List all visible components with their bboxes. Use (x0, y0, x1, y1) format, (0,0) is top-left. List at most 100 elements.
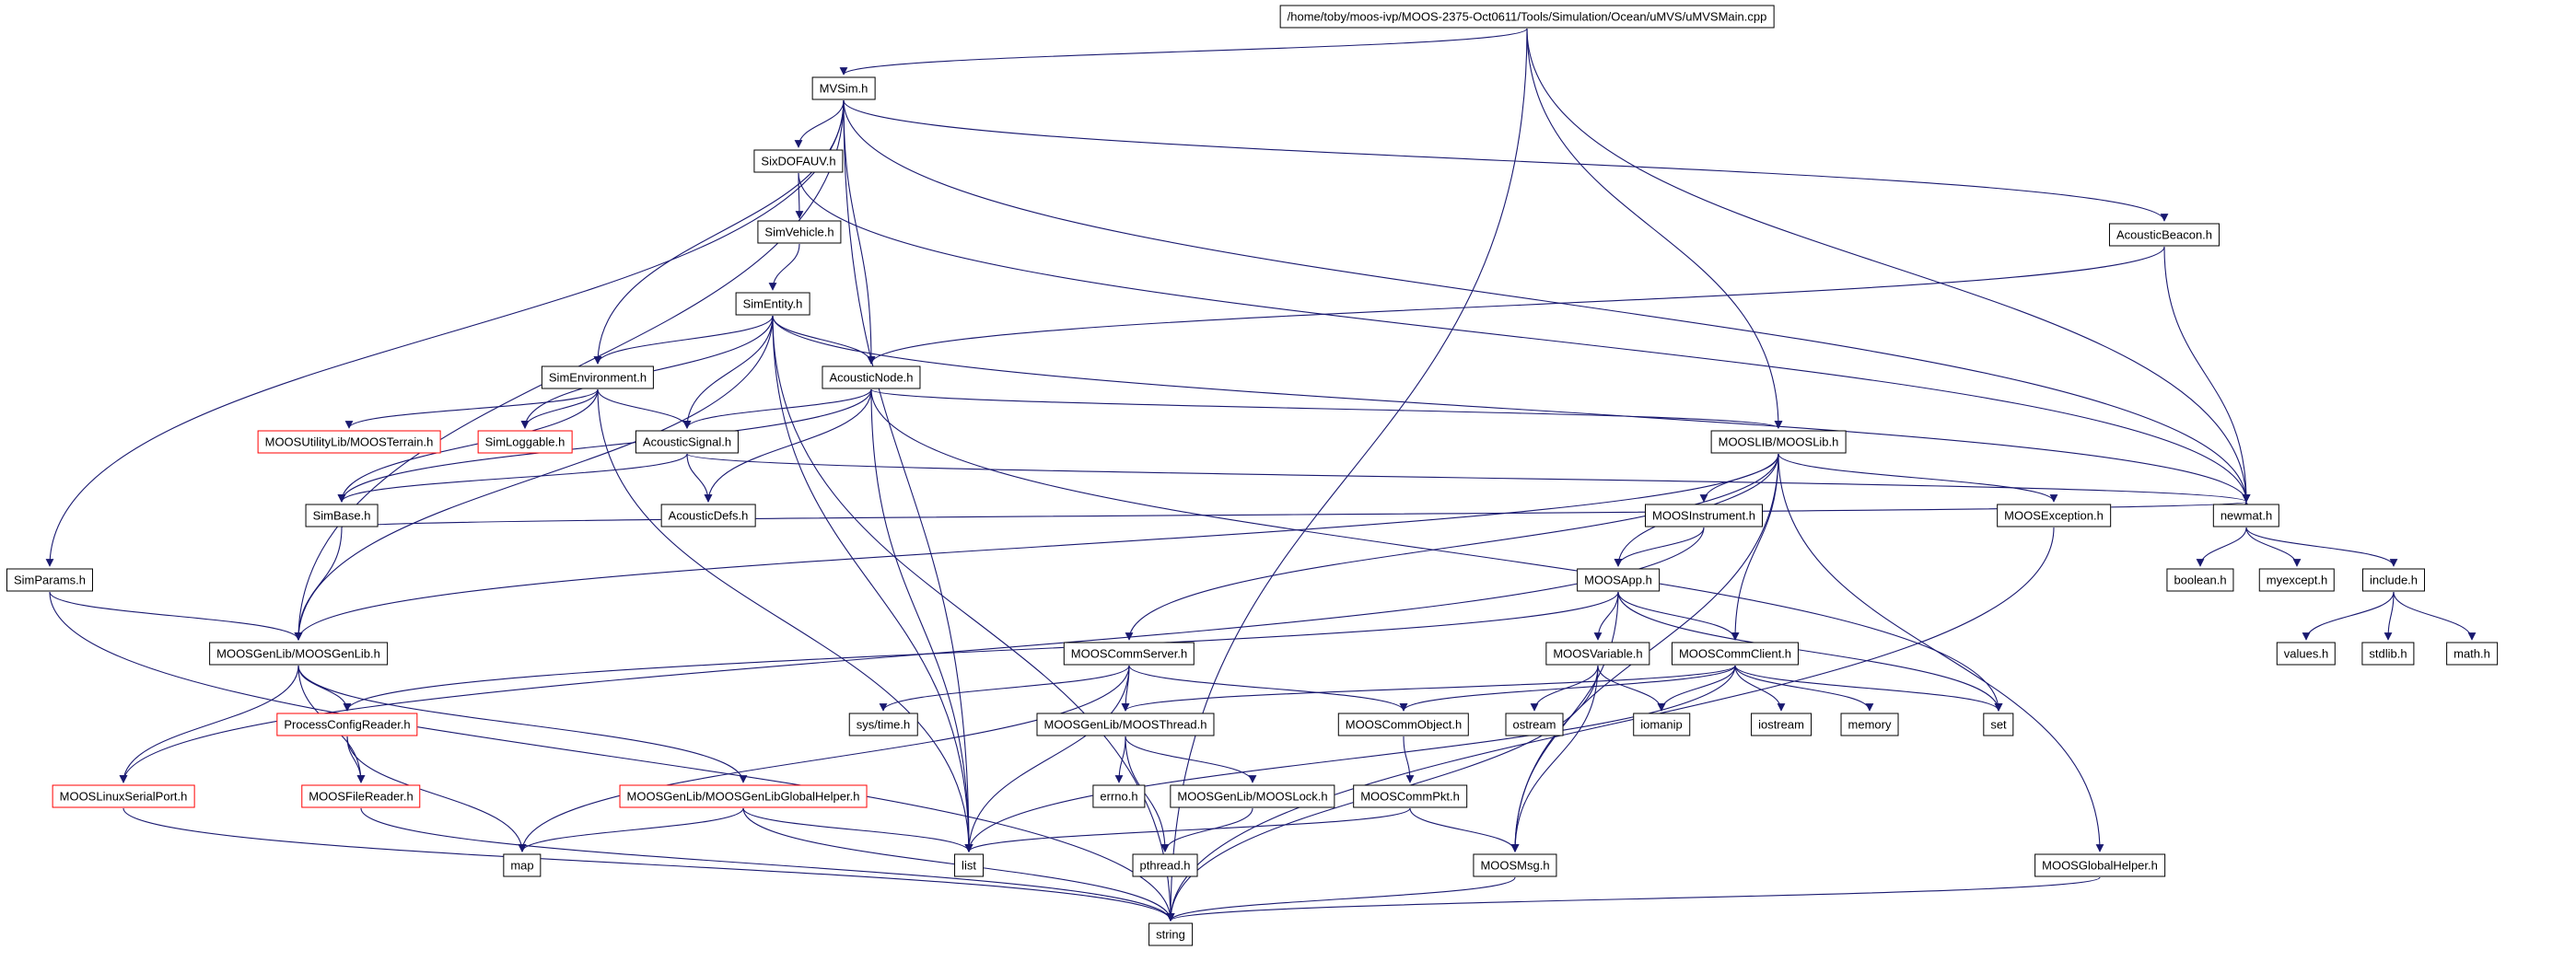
graph-node-root[interactable]: /home/toby/moos-ivp/MOOS-2375-Oct0611/To… (1279, 5, 1775, 29)
graph-edge-mvsim-to-list (843, 99, 973, 852)
graph-node-moosthread[interactable]: MOOSGenLib/MOOSThread.h (1036, 713, 1215, 736)
graph-edge-filereader-to-string (360, 807, 1175, 921)
graph-edge-sixdof-to-newmat (798, 172, 2251, 503)
graph-edge-simentity-to-string (772, 315, 1175, 921)
graph-node-moosinstrument[interactable]: MOOSInstrument.h (1645, 504, 1763, 527)
graph-node-procconfig[interactable]: ProcessConfigReader.h (276, 713, 418, 736)
graph-node-pthread[interactable]: pthread.h (1132, 853, 1198, 877)
graph-node-filereader[interactable]: MOOSFileReader.h (301, 784, 421, 808)
graph-node-simparams[interactable]: SimParams.h (6, 568, 94, 592)
graph-node-iostream[interactable]: iostream (1751, 713, 1812, 736)
graph-node-simvehicle[interactable]: SimVehicle.h (757, 220, 842, 244)
graph-node-commclient[interactable]: MOOSCommClient.h (1671, 642, 1800, 666)
graph-node-boolean[interactable]: boolean.h (2166, 568, 2234, 592)
graph-node-acdefs[interactable]: AcousticDefs.h (660, 504, 756, 527)
graph-edge-newmat-to-boolean (2196, 527, 2247, 567)
graph-node-commpkt[interactable]: MOOSCommPkt.h (1353, 784, 1467, 808)
graph-edge-simentity-to-acnode (772, 315, 876, 365)
graph-edge-moosapp-to-commclient (1617, 591, 1740, 641)
graph-edge-acbeacon-to-newmat (2163, 246, 2251, 503)
graph-edge-simentity-to-acsignal (682, 315, 774, 429)
graph-edge-commclient-to-iomanip (1657, 665, 1736, 712)
graph-edge-include-to-values (2302, 591, 2395, 641)
graph-node-genlibglobal[interactable]: MOOSGenLib/MOOSGenLibGlobalHelper.h (619, 784, 868, 808)
graph-node-errno[interactable]: errno.h (1092, 784, 1146, 808)
graph-edge-simenv-to-simlog (520, 388, 599, 429)
graph-edge-include-to-stdlib (2384, 591, 2395, 641)
graph-node-myexcept[interactable]: myexcept.h (2258, 568, 2336, 592)
graph-edge-commclient-to-iostream (1734, 665, 1786, 712)
graph-node-simlog[interactable]: SimLoggable.h (477, 430, 573, 454)
graph-node-iomanip[interactable]: iomanip (1633, 713, 1690, 736)
graph-node-moosapp[interactable]: MOOSApp.h (1577, 568, 1660, 592)
graph-edge-moosvariable-to-moosmsg (1510, 665, 1599, 852)
graph-node-sixdof[interactable]: SixDOFAUV.h (753, 149, 844, 173)
graph-node-memory[interactable]: memory (1840, 713, 1899, 736)
graph-edge-simenv-to-acsignal (597, 388, 692, 429)
graph-node-moosgenlib[interactable]: MOOSGenLib/MOOSGenLib.h (209, 642, 388, 666)
graph-node-mvsim[interactable]: MVSim.h (811, 76, 876, 100)
graph-node-commobject[interactable]: MOOSCommObject.h (1337, 713, 1470, 736)
graph-edge-commserver-to-systime (879, 665, 1130, 712)
graph-node-acsignal[interactable]: AcousticSignal.h (635, 430, 740, 454)
graph-edge-commpkt-to-moosmsg (1409, 807, 1520, 852)
graph-edge-commclient-to-list (964, 665, 1736, 852)
graph-edge-moosgenlib-to-procconfig (297, 665, 352, 712)
graph-edge-root-to-mvsim (839, 28, 1528, 75)
graph-edge-moosthread-to-mooslock (1125, 736, 1257, 783)
graph-edge-mooslock-to-pthread (1160, 807, 1253, 852)
graph-node-stdlib[interactable]: stdlib.h (2361, 642, 2415, 666)
graph-node-values[interactable]: values.h (2276, 642, 2337, 666)
graph-edge-newmat-to-myexcept (2245, 527, 2302, 567)
graph-edge-mvsim-to-acbeacon (843, 99, 2169, 222)
graph-edge-include-to-math (2393, 591, 2477, 641)
graph-node-set[interactable]: set (1983, 713, 2014, 736)
graph-edge-genlibglobal-to-map (518, 807, 744, 852)
graph-edge-simvehicle-to-simentity (768, 243, 800, 291)
graph-node-simenv[interactable]: SimEnvironment.h (541, 365, 655, 389)
graph-node-mooslib[interactable]: MOOSLIB/MOOSLib.h (1710, 430, 1847, 454)
graph-node-ostream[interactable]: ostream (1505, 713, 1564, 736)
graph-node-globalhelper[interactable]: MOOSGlobalHelper.h (2034, 853, 2165, 877)
graph-edge-acnode-to-mooslib (870, 388, 1783, 429)
graph-edge-moosapp-to-moosvariable (1593, 591, 1619, 641)
graph-edge-sixdof-to-simvehicle (795, 172, 804, 219)
graph-node-map[interactable]: map (503, 853, 542, 877)
graph-node-systime[interactable]: sys/time.h (848, 713, 918, 736)
graph-edge-mooslib-to-moosinstrument (1699, 453, 1779, 503)
graph-node-newmat[interactable]: newmat.h (2212, 504, 2280, 527)
graph-edge-mooslib-to-commserver (1125, 453, 1779, 641)
graph-edge-simenv-to-list (597, 388, 973, 852)
graph-edge-simentity-to-list (772, 315, 973, 852)
graph-edge-procconfig-to-filereader (346, 736, 366, 783)
graph-edge-mooslib-to-moosgenlib (294, 453, 1779, 641)
graph-node-string[interactable]: string (1148, 922, 1193, 946)
graph-node-acnode[interactable]: AcousticNode.h (822, 365, 921, 389)
graph-node-list[interactable]: list (954, 853, 984, 877)
graph-edge-moosinstrument-to-moosapp (1614, 527, 1705, 567)
graph-node-moosmsg[interactable]: MOOSMsg.h (1473, 853, 1557, 877)
graph-edge-moosgenlib-to-linuxserial (119, 665, 299, 783)
graph-edge-globalhelper-to-string (1166, 876, 2101, 921)
graph-node-terrain[interactable]: MOOSUtilityLib/MOOSTerrain.h (257, 430, 441, 454)
graph-edge-mvsim-to-sixdof (794, 99, 845, 148)
graph-node-math[interactable]: math.h (2446, 642, 2498, 666)
graph-node-commserver[interactable]: MOOSCommServer.h (1063, 642, 1195, 666)
graph-edge-simparams-to-moosgenlib (49, 591, 303, 641)
graph-edge-acnode-to-acsignal (682, 388, 872, 429)
graph-node-simbase[interactable]: SimBase.h (305, 504, 379, 527)
graph-node-simentity[interactable]: SimEntity.h (735, 292, 810, 316)
graph-node-mooslock[interactable]: MOOSGenLib/MOOSLock.h (1170, 784, 1335, 808)
graph-edge-simentity-to-newmat (772, 315, 2251, 503)
graph-node-moosexception[interactable]: MOOSException.h (1997, 504, 2111, 527)
graph-edge-genlibglobal-to-list (742, 807, 973, 852)
graph-node-acbeacon[interactable]: AcousticBeacon.h (2108, 223, 2220, 247)
graph-edge-moosvariable-to-iomanip (1597, 665, 1666, 712)
graph-edge-moosapp-to-procconfig (343, 591, 1619, 712)
graph-node-linuxserial[interactable]: MOOSLinuxSerialPort.h (52, 784, 195, 808)
graph-edge-simbase-to-newmat (341, 501, 2250, 528)
graph-node-moosvariable[interactable]: MOOSVariable.h (1545, 642, 1650, 666)
graph-node-include[interactable]: include.h (2361, 568, 2426, 592)
